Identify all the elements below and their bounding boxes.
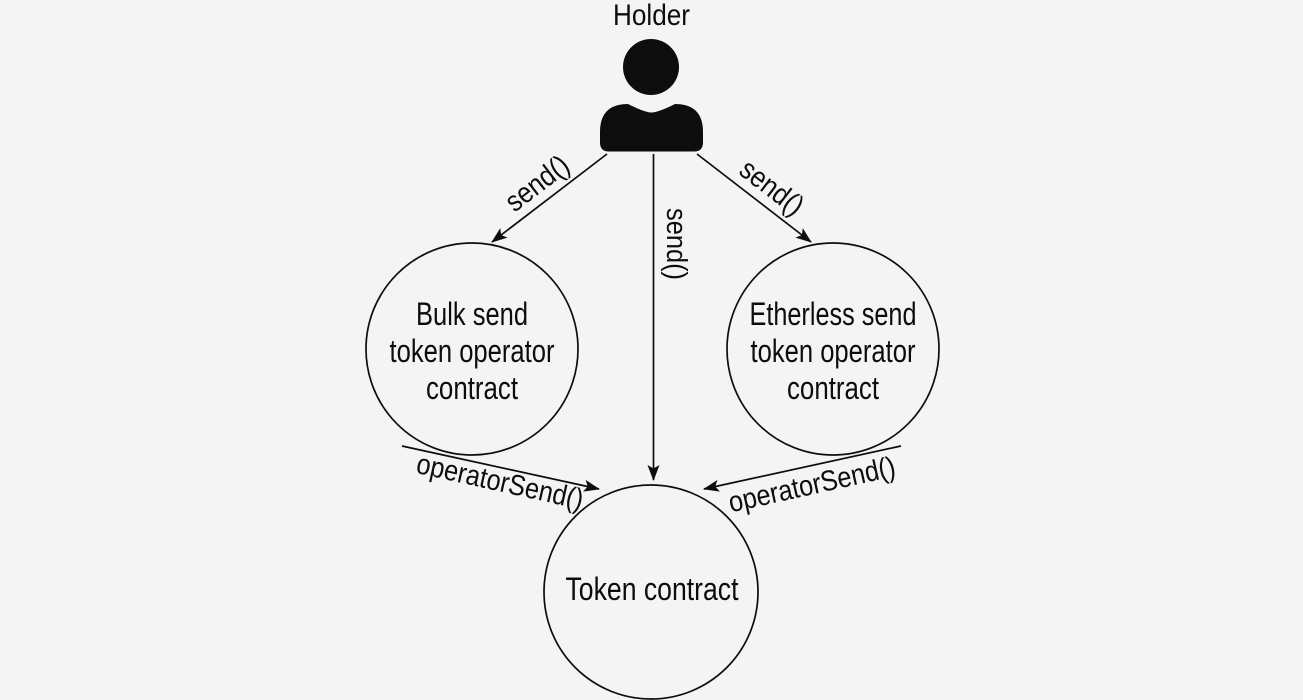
- node-etherless-label-line1: Etherless send: [750, 296, 917, 332]
- person-body: [600, 104, 703, 152]
- edge-label-send-middle: send(): [660, 208, 692, 280]
- holder-label: Holder: [613, 0, 690, 32]
- node-bulk-label-line3: contract: [426, 370, 518, 406]
- edge-etherless-to-token: [703, 445, 902, 492]
- edge-holder-to-bulk: [491, 153, 608, 243]
- edge-bulk-to-token: [401, 445, 600, 492]
- person-head: [623, 39, 679, 95]
- edge-holder-to-etherless: [696, 153, 812, 243]
- node-etherless-label-line2: token operator: [751, 333, 916, 369]
- node-bulk-label-line2: token operator: [390, 333, 555, 369]
- node-bulk-label-line1: Bulk send: [416, 296, 528, 332]
- node-etherless-send-circle: [726, 242, 940, 456]
- node-token-contract-label: Token contract: [566, 571, 739, 607]
- node-token-contract-circle: [543, 484, 759, 700]
- node-etherless-label-line3: contract: [787, 370, 879, 406]
- person-icon: [600, 39, 703, 152]
- node-bulk-send-circle: [365, 242, 579, 456]
